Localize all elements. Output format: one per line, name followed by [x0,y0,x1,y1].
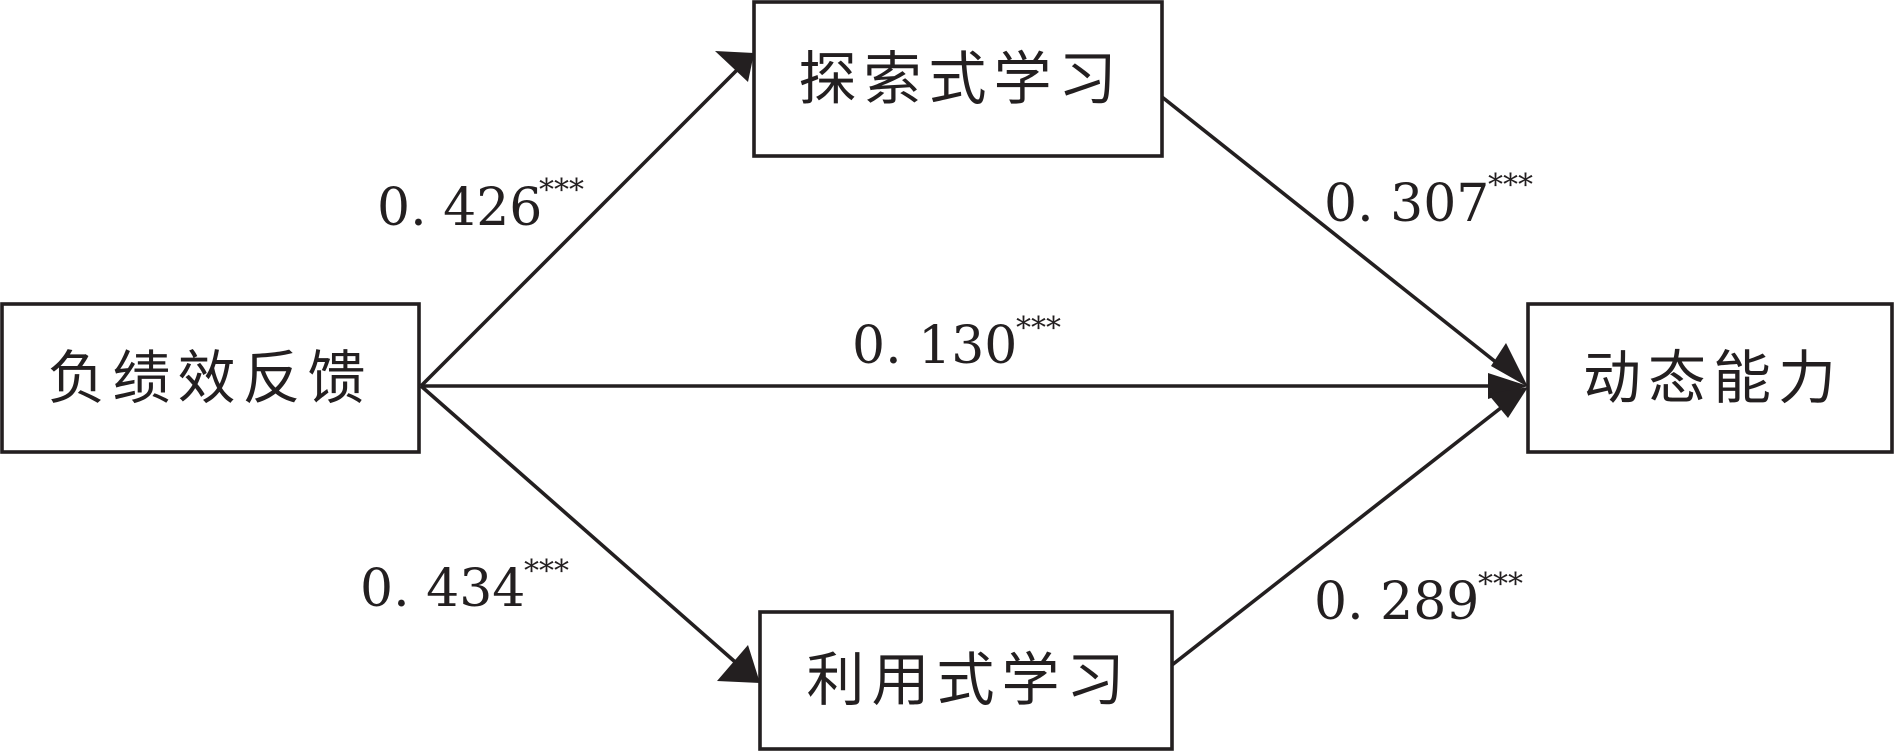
node-exploratory-learning-label: 探索式学习 [798,45,1123,113]
coef-feedback-to-capability: 0. 130 [852,316,1017,376]
sig-exploratory-to-capability: *** [1488,168,1533,203]
coef-exploratory-to-capability: 0. 307 [1324,174,1489,234]
sig-feedback-to-exploratory: *** [539,173,584,208]
node-negative-feedback-label: 负绩效反馈 [47,344,372,412]
coef-feedback-to-exploitative: 0. 434 [360,559,525,619]
sig-feedback-to-capability: *** [1016,311,1061,346]
arrow-feedback-to-exploratory [715,51,754,82]
edge-exploitative-to-capability [1170,405,1504,667]
label-feedback-to-exploitative: 0. 434 *** [360,554,569,619]
sig-exploitative-to-capability: *** [1478,567,1523,602]
label-feedback-to-capability: 0. 130 *** [852,311,1061,376]
node-dynamic-capability-label: 动态能力 [1583,344,1843,412]
node-exploitative-learning-label: 利用式学习 [806,646,1131,714]
edge-exploratory-to-capability [1160,95,1504,369]
coef-feedback-to-exploratory: 0. 426 [377,178,542,238]
arrow-exploratory-to-capability [1491,343,1528,387]
edge-feedback-to-exploratory [419,66,741,388]
node-negative-feedback: 负绩效反馈 [0,302,421,454]
label-feedback-to-exploratory: 0. 426 *** [377,173,584,238]
sig-feedback-to-exploitative: *** [524,554,569,589]
label-exploitative-to-capability: 0. 289 *** [1314,567,1523,632]
node-exploitative-learning: 利用式学习 [758,610,1174,751]
node-dynamic-capability: 动态能力 [1526,302,1894,454]
node-exploratory-learning: 探索式学习 [752,0,1164,158]
edge-feedback-to-exploitative [419,384,744,670]
arrow-exploitative-to-capability [1488,387,1528,418]
arrow-feedback-to-exploitative [717,645,760,683]
coef-exploitative-to-capability: 0. 289 [1314,572,1479,632]
label-exploratory-to-capability: 0. 307 *** [1324,168,1533,234]
